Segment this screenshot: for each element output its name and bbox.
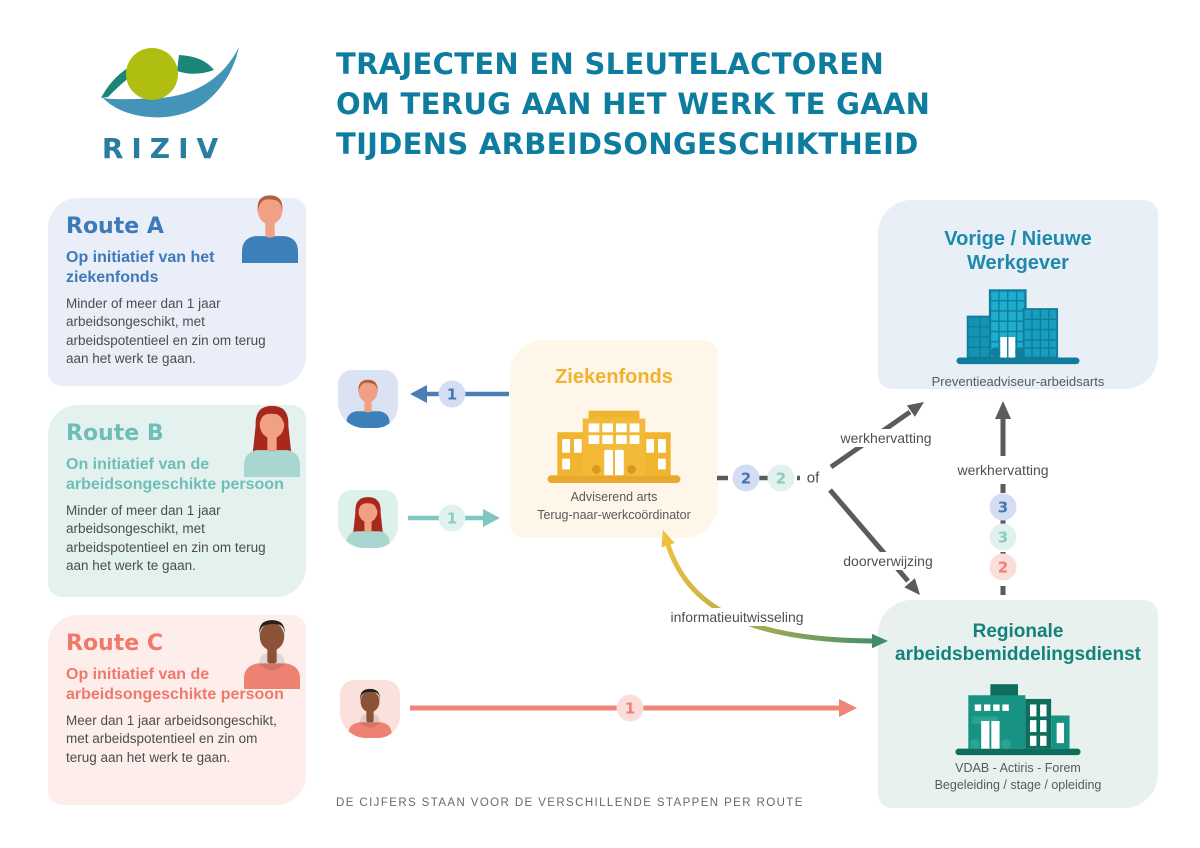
regionale-caption-line-2: Begeleiding / stage / opleiding bbox=[934, 778, 1102, 793]
man-coral-avatar-icon bbox=[343, 683, 397, 738]
route-a-subtitle: Op initiatief van het ziekenfonds bbox=[66, 249, 215, 286]
ziekenfonds-node: Ziekenfonds Advise bbox=[510, 340, 718, 538]
route-c-title: Route C bbox=[66, 631, 163, 656]
ziekenfonds-title: Ziekenfonds bbox=[555, 366, 673, 388]
step-badge-vertical-blue-3: 3 bbox=[989, 493, 1017, 521]
riziv-logo-wordmark: RIZIV bbox=[101, 132, 227, 165]
step-badge-route-a-1: 1 bbox=[438, 380, 466, 408]
or-label: of bbox=[803, 469, 823, 487]
step-badge-route-c-1: 1 bbox=[616, 694, 644, 722]
doorverwijzing-diagonal-arrow bbox=[828, 488, 920, 595]
werkgever-title-line-1: Vorige / Nieuwe bbox=[944, 228, 1092, 250]
route-a-card: Route A Op initiatief van het ziekenfond… bbox=[48, 198, 306, 386]
route-b-person-avatar bbox=[237, 391, 307, 477]
route-a-title: Route A bbox=[66, 214, 164, 239]
ziekenfonds-caption-line-1: Adviserend arts bbox=[570, 490, 658, 504]
route-a-person-avatar bbox=[235, 183, 305, 263]
route-a-flow-avatar bbox=[338, 370, 398, 428]
werkgever-title-line-2: Werkgever bbox=[967, 252, 1069, 274]
route-c-description: Meer dan 1 jaar arbeidsongeschikt, met a… bbox=[66, 713, 277, 765]
label-informatieuitwisseling: informatieuitwisseling bbox=[665, 608, 809, 626]
woman-teal-avatar-icon bbox=[341, 493, 395, 548]
label-werkhervatting-vertical: werkhervatting bbox=[952, 461, 1054, 479]
ziekenfonds-caption: Adviserend arts Terug-naar-werkcoördinat… bbox=[510, 489, 718, 524]
route-c-subtitle: Op initiatief van de arbeidsongeschikte … bbox=[66, 666, 284, 703]
footnote: DE CIJFERS STAAN VOOR DE VERSCHILLENDE S… bbox=[336, 797, 804, 809]
werkgever-caption: Preventieadviseur-arbeidsarts bbox=[931, 374, 1105, 389]
step-badge-ziekenfonds-blue-2: 2 bbox=[732, 464, 760, 492]
man-blue-avatar-icon bbox=[341, 373, 395, 428]
page-title-line-3: TIJDENS ARBEIDSONGESCHIKTHEID bbox=[336, 127, 919, 161]
regionale-building-icon bbox=[955, 683, 1081, 755]
page-title: TRAJECTEN EN SLEUTELACTOREN OM TERUG AAN… bbox=[336, 44, 930, 164]
ziekenfonds-building-icon bbox=[547, 410, 681, 484]
route-b-description: Minder of meer dan 1 jaar arbeidsongesch… bbox=[66, 503, 266, 574]
werkgever-title: Vorige / Nieuwe Werkgever bbox=[878, 227, 1158, 275]
label-doorverwijzing: doorverwijzing bbox=[838, 552, 938, 570]
regionale-node: Regionale arbeidsbemiddelingsdienst bbox=[878, 600, 1158, 808]
riziv-logo-icon bbox=[90, 34, 250, 134]
step-badge-ziekenfonds-teal-2: 2 bbox=[767, 464, 795, 492]
regionale-title: Regionale arbeidsbemiddelingsdienst bbox=[878, 621, 1158, 667]
step-badge-vertical-coral-2: 2 bbox=[989, 553, 1017, 581]
route-a-description: Minder of meer dan 1 jaar arbeidsongesch… bbox=[66, 296, 266, 367]
step-badge-vertical-teal-3: 3 bbox=[989, 523, 1017, 551]
page-title-line-1: TRAJECTEN EN SLEUTELACTOREN bbox=[336, 47, 885, 81]
page-title-line-2: OM TERUG AAN HET WERK TE GAAN bbox=[336, 87, 931, 121]
regionale-title-line-2: arbeidsbemiddelingsdienst bbox=[895, 643, 1141, 665]
werkgever-building-icon bbox=[956, 289, 1080, 365]
regionale-caption: VDAB - Actiris - Forem Begeleiding / sta… bbox=[878, 760, 1158, 795]
regionale-title-line-1: Regionale bbox=[972, 621, 1064, 642]
regionale-caption-line-1: VDAB - Actiris - Forem bbox=[955, 760, 1081, 775]
route-b-title: Route B bbox=[66, 421, 164, 446]
route-c-person-avatar bbox=[237, 601, 307, 689]
ziekenfonds-caption-line-2: Terug-naar-werkcoördinator bbox=[537, 507, 691, 522]
step-badge-route-b-1: 1 bbox=[438, 504, 466, 532]
route-b-subtitle: On initiatief van de arbeidsongeschikte … bbox=[66, 456, 284, 493]
route-b-flow-avatar bbox=[338, 490, 398, 548]
label-werkhervatting-upper: werkhervatting bbox=[835, 429, 937, 447]
riziv-eye-logo-graphic bbox=[101, 47, 239, 118]
werkgever-node: Vorige / Nieuwe Werkgever bbox=[878, 200, 1158, 389]
informatieuitwisseling-curve-arrow bbox=[661, 530, 888, 649]
route-c-flow-avatar bbox=[340, 680, 400, 738]
route-c-card: Route C Op initiatief van de arbeidsonge… bbox=[48, 615, 306, 805]
